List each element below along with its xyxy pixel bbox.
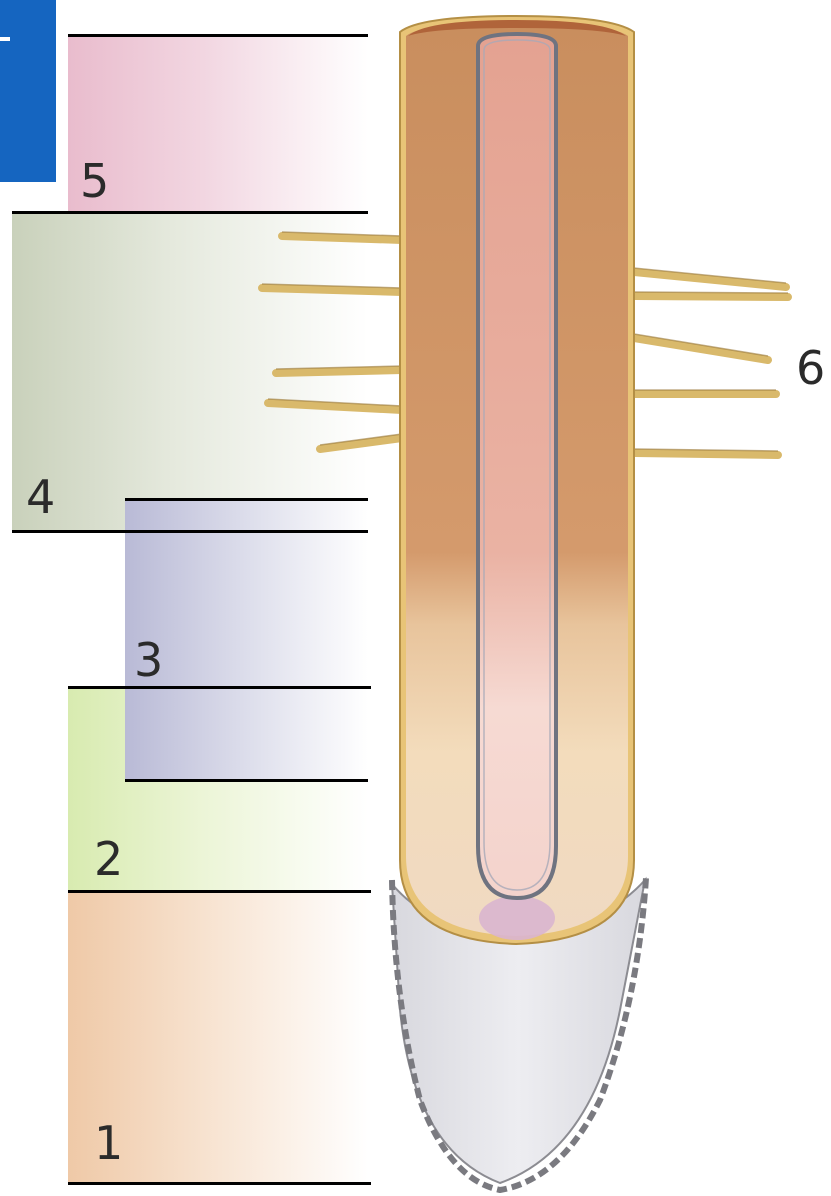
root-hair [634, 338, 768, 360]
root-hair [634, 272, 786, 287]
vascular-stele [478, 34, 556, 898]
root-hair [262, 288, 402, 292]
root-hairs-left [262, 236, 402, 449]
root-hair [276, 370, 402, 373]
root-hair [634, 453, 778, 455]
apical-meristem [479, 896, 555, 940]
root-hair [282, 236, 402, 240]
root-hairs-right [634, 272, 788, 455]
root-hair [268, 403, 402, 410]
root-hair [634, 296, 788, 297]
